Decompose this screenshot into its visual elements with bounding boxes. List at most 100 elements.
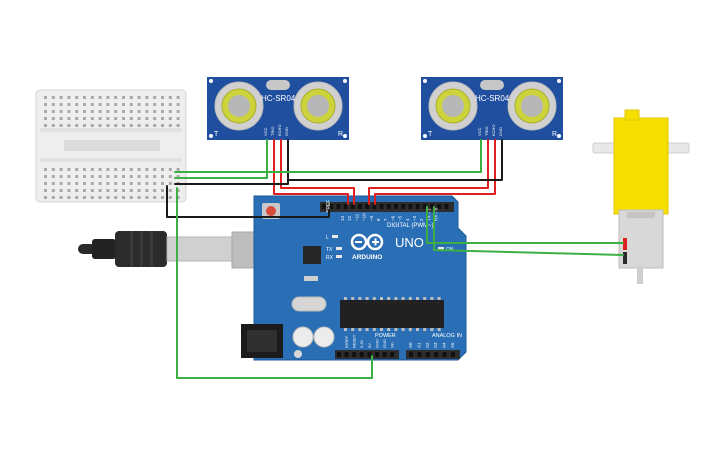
header-hole[interactable] (422, 204, 427, 209)
header-hole[interactable] (401, 204, 406, 209)
breadboard-hole (44, 124, 47, 127)
wire-green[interactable] (174, 139, 482, 173)
breadboard-hole (75, 103, 79, 106)
sensor-model-label: HC-SR04 (475, 94, 510, 103)
breadboard-hole (176, 110, 180, 113)
header-hole[interactable] (344, 352, 349, 357)
header-hole[interactable] (375, 352, 379, 357)
breadboard-hole (137, 110, 141, 113)
header-hole[interactable] (322, 204, 326, 209)
dc-gear-motor[interactable] (592, 109, 690, 284)
breadboard-hole (114, 117, 118, 120)
breadboard-hole (122, 168, 125, 171)
wire-black[interactable] (166, 185, 330, 218)
breadboard-hole (145, 175, 149, 178)
wire-red[interactable] (273, 139, 349, 205)
wire-green[interactable] (426, 206, 624, 244)
wire-black[interactable] (288, 139, 503, 181)
ultrasonic-sensor-left[interactable]: HC-SR04 T R VCC TRIG ECHO GND (207, 77, 349, 140)
wire-red[interactable] (368, 139, 489, 205)
header-hole[interactable] (329, 204, 334, 209)
breadboard-hole (122, 117, 125, 120)
breadboard-hole (176, 96, 180, 99)
header-hole[interactable] (415, 204, 420, 209)
header-hole[interactable] (359, 352, 364, 357)
header-hole[interactable] (352, 352, 357, 357)
header-hole[interactable] (434, 352, 439, 357)
header-hole[interactable] (343, 204, 348, 209)
atmega-chip (340, 300, 444, 328)
ultrasonic-sensor-right[interactable]: HC-SR04 T R VCC TRIG ECHO GND (421, 77, 563, 140)
breadboard-hole (161, 168, 164, 171)
sensor-mark-t: T (214, 131, 219, 138)
header-hole[interactable] (379, 204, 384, 209)
header-hole[interactable] (337, 352, 341, 357)
header-hole[interactable] (372, 204, 377, 209)
analog-header (406, 350, 460, 359)
header-hole[interactable] (425, 352, 430, 357)
header-hole[interactable] (409, 352, 413, 357)
header-hole[interactable] (408, 204, 413, 209)
wire-red[interactable] (280, 139, 355, 205)
header-hole[interactable] (336, 204, 341, 209)
wire-green[interactable] (174, 139, 268, 179)
header-hole[interactable] (350, 204, 355, 209)
breadboard[interactable] (35, 89, 187, 203)
breadboard-hole (75, 96, 79, 99)
header-hole[interactable] (417, 352, 422, 357)
digital-pin-label: 2 (419, 218, 424, 221)
breadboard-hole (153, 196, 157, 199)
breadboard-hole (114, 196, 118, 199)
header-hole[interactable] (382, 352, 387, 357)
digital-pin-label: 7 (383, 218, 388, 221)
breadboard-hole (67, 175, 71, 178)
header-hole[interactable] (365, 204, 370, 209)
wire-green[interactable] (176, 187, 373, 379)
header-hole[interactable] (437, 204, 442, 209)
breadboard-hole (129, 103, 133, 106)
breadboard-hole (75, 110, 79, 113)
breadboard-hole (168, 189, 172, 192)
header-hole[interactable] (442, 352, 447, 357)
breadboard-hole (67, 168, 71, 171)
breadboard-hole (67, 117, 71, 120)
chip-pin (423, 328, 427, 331)
header-hole[interactable] (367, 352, 372, 357)
digital-pin-label: ~5 (398, 215, 403, 221)
breadboard-hole (137, 96, 141, 99)
wire-green[interactable] (433, 206, 624, 256)
header-hole[interactable] (430, 204, 434, 209)
analog-pin-label: A2 (425, 342, 430, 348)
breadboard-hole (67, 189, 71, 192)
header-hole[interactable] (444, 204, 449, 209)
breadboard-hole (59, 189, 63, 192)
header-hole[interactable] (451, 352, 455, 357)
wire-black[interactable] (174, 139, 289, 185)
chip-pin (401, 328, 405, 331)
breadboard-hole (44, 182, 47, 185)
header-hole[interactable] (358, 204, 362, 209)
breadboard-hole (83, 103, 86, 106)
chip-pin (408, 297, 412, 300)
breadboard-hole (44, 168, 47, 171)
header-hole[interactable] (394, 204, 398, 209)
power-pin-label: 5V (367, 343, 372, 348)
digital-pin-label: ~3 (412, 215, 417, 221)
breadboard-hole (83, 196, 86, 199)
power-pin-label: IOREF (344, 335, 349, 348)
chip-pin (372, 297, 376, 300)
digital-pin-label: ~10 (362, 213, 367, 221)
breadboard-hole (153, 189, 157, 192)
usb-chip (303, 246, 321, 264)
header-hole[interactable] (390, 352, 395, 357)
breadboard-hole (83, 117, 86, 120)
breadboard-hole (168, 124, 172, 127)
header-hole[interactable] (386, 204, 391, 209)
breadboard-hole (59, 182, 63, 185)
breadboard-hole (145, 110, 149, 113)
power-pin-label: GND (382, 339, 387, 348)
chip-pin (416, 297, 419, 300)
chip-pin (437, 297, 441, 300)
wire-red[interactable] (374, 139, 496, 205)
